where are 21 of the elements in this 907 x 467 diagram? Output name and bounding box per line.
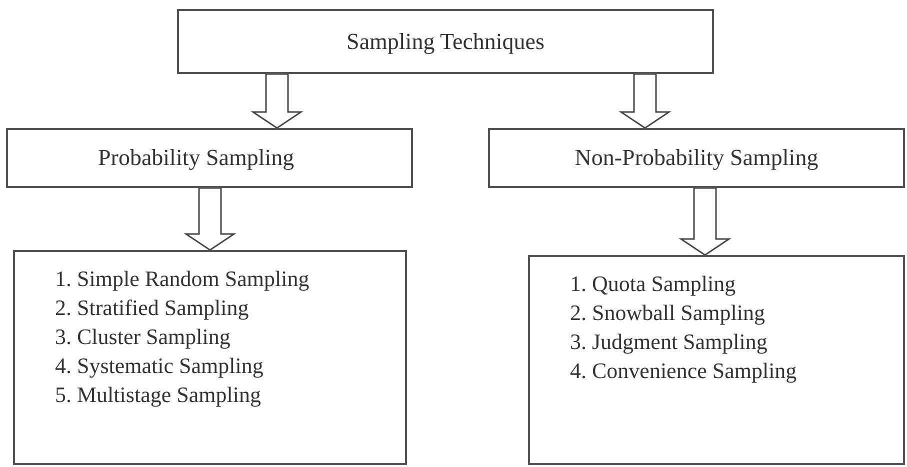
block-arrow (618, 73, 672, 129)
list-item: 2. Stratified Sampling (55, 294, 250, 322)
block-arrow (678, 187, 732, 256)
list-item: 2. Snowball Sampling (570, 299, 766, 327)
box-title: Probability Sampling (98, 145, 294, 171)
list-box (528, 255, 905, 465)
category-box (488, 128, 905, 188)
list-item: 1. Quota Sampling (570, 270, 737, 298)
list-item: 4. Systematic Sampling (55, 352, 264, 380)
category-box (6, 128, 413, 188)
block-arrow (184, 187, 236, 251)
list-item: 1. Simple Random Sampling (55, 265, 310, 293)
category-box (177, 9, 714, 74)
box-title: Non-Probability Sampling (574, 145, 818, 171)
box-title: Sampling Techniques (346, 28, 544, 54)
list-item: 3. Judgment Sampling (570, 328, 768, 356)
list-item: 3. Cluster Sampling (55, 323, 232, 351)
block-arrow (250, 73, 304, 129)
list-item: 4. Convenience Sampling (570, 357, 798, 385)
list-box (13, 250, 407, 465)
list-item: 5. Multistage Sampling (55, 381, 262, 409)
